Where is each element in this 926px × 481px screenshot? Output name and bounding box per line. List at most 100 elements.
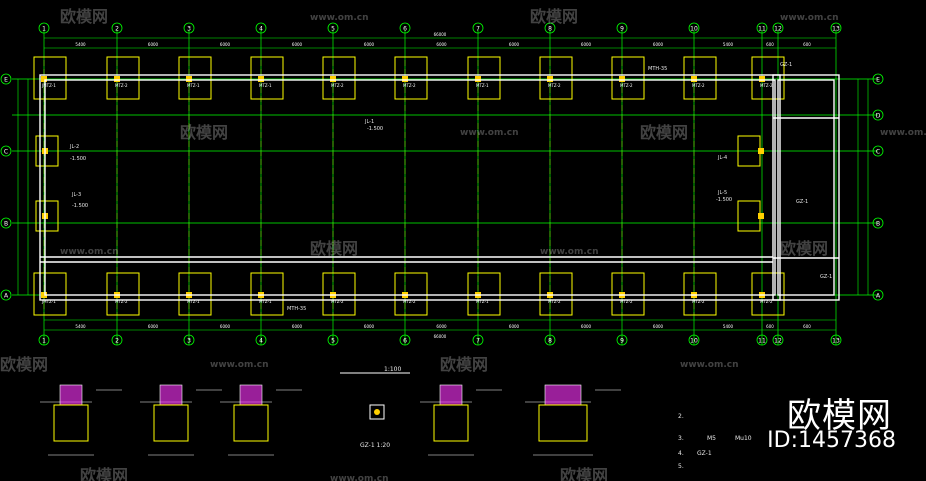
note-item: GZ-1 [697, 450, 712, 457]
watermark: 欧模网 [60, 7, 108, 26]
row-letter: A [876, 293, 881, 300]
row-letter: E [4, 77, 8, 84]
beam-label: JL-3 [71, 192, 81, 198]
notes: 1:100 GZ-1 1:20 2. 3. 4. 5. M5 Mu10 GZ-1 [340, 366, 752, 470]
row-letter: E [876, 77, 880, 84]
column-rebar [374, 409, 380, 415]
row-letter: C [876, 149, 880, 156]
row-bubble [0, 289, 12, 301]
section-wall [544, 384, 582, 406]
column-stub [114, 76, 120, 82]
column-number: 6 [403, 26, 407, 33]
brand-logo: 欧模网 [787, 396, 892, 436]
footing-label: MTZ-2 [548, 299, 561, 304]
row-letter: B [876, 221, 880, 228]
column-bubble [756, 334, 768, 346]
watermark: 欧模网 [80, 466, 128, 481]
watermark: 欧模网 [640, 123, 688, 142]
column-bubble [772, 22, 784, 34]
footing [394, 272, 428, 316]
column-stub [330, 76, 336, 82]
dimension-value: 600 [803, 42, 811, 47]
note-item: 2. [678, 413, 684, 420]
footing-label: MTZ-2 [331, 83, 344, 88]
column-number: 1 [42, 26, 46, 33]
footing-label: MTZ-2 [115, 299, 128, 304]
footing-label: MTZ-2 [760, 299, 773, 304]
footing-label: MTZ-1 [259, 299, 272, 304]
column-stub [759, 76, 765, 82]
beam-elev: -1.500 [367, 126, 383, 132]
footing-label: JMTZ-1 [41, 83, 56, 88]
dimension-text: 5400540060006000600060006000600060006000… [75, 32, 811, 339]
column-bubble [255, 334, 267, 346]
column-number: 13 [832, 26, 840, 33]
column-bubble [616, 334, 628, 346]
column-bubble [772, 334, 784, 346]
dimension-value: 6000 [220, 42, 231, 47]
column-number: 11 [758, 338, 766, 345]
footing [35, 200, 59, 232]
dimension-value: 6000 [436, 42, 447, 47]
row-letter: D [876, 113, 881, 120]
column-bubble [38, 22, 50, 34]
dimension-value: 6000 [364, 324, 375, 329]
column-label: GZ-1 [820, 274, 832, 280]
footing-label: MTZ-2 [620, 83, 633, 88]
watermark: www.om.cn [540, 247, 599, 257]
column-bubble [399, 334, 411, 346]
row-bubble [0, 217, 12, 229]
watermark: www.om.cn [210, 360, 269, 370]
footing-label: MTZ-2 [403, 299, 416, 304]
dimension-value: 6000 [581, 42, 592, 47]
beam-elev: -1.500 [70, 156, 86, 162]
footing-label: MTZ-1 [187, 299, 200, 304]
watermark: www.om.cn [780, 13, 839, 23]
row-letter: B [4, 221, 8, 228]
column-bubble [183, 334, 195, 346]
footing-label: MTZ-2 [548, 83, 561, 88]
column-number: 10 [690, 338, 698, 345]
column-number: 12 [774, 338, 782, 345]
column-bubble [183, 22, 195, 34]
footing [394, 56, 428, 100]
beam-label: JL-5 [717, 190, 727, 196]
footing [33, 56, 67, 100]
dimension-value: 6000 [148, 42, 159, 47]
section-wall [439, 384, 463, 406]
section-footing [538, 404, 588, 442]
column-stub [41, 292, 47, 298]
footing-label: MTZ-2 [760, 83, 773, 88]
dimension-total: 66000 [434, 32, 447, 37]
watermark: 欧模网 [560, 466, 608, 481]
footing [322, 56, 356, 100]
section-details [40, 384, 621, 456]
dimension-value: 5400 [723, 42, 734, 47]
section-wall [59, 384, 83, 406]
watermark: www.om.cn [330, 474, 389, 481]
footing [250, 272, 284, 316]
dimension-value: 6000 [436, 324, 447, 329]
column-number: 2 [115, 26, 119, 33]
column-axis-lines [43, 60, 695, 315]
dimension-value: 600 [803, 324, 811, 329]
column-bubble [756, 22, 768, 34]
column-bubble [830, 334, 842, 346]
dimension-value: 600 [766, 42, 774, 47]
row-bubble [872, 73, 884, 85]
column-bubble [472, 334, 484, 346]
column-number: 7 [476, 26, 480, 33]
column-bubble [111, 334, 123, 346]
beam-label: JL-1 [364, 119, 374, 125]
beam-label: JL-2 [69, 144, 79, 150]
detail-title: GZ-1 1:20 [360, 442, 390, 449]
tie-label: MTH-35 [648, 66, 667, 72]
column-number: 9 [620, 26, 624, 33]
column-number: 7 [476, 338, 480, 345]
footing [322, 272, 356, 316]
column-stub [619, 76, 625, 82]
note-item: 4. [678, 450, 684, 457]
row-bubble [872, 289, 884, 301]
